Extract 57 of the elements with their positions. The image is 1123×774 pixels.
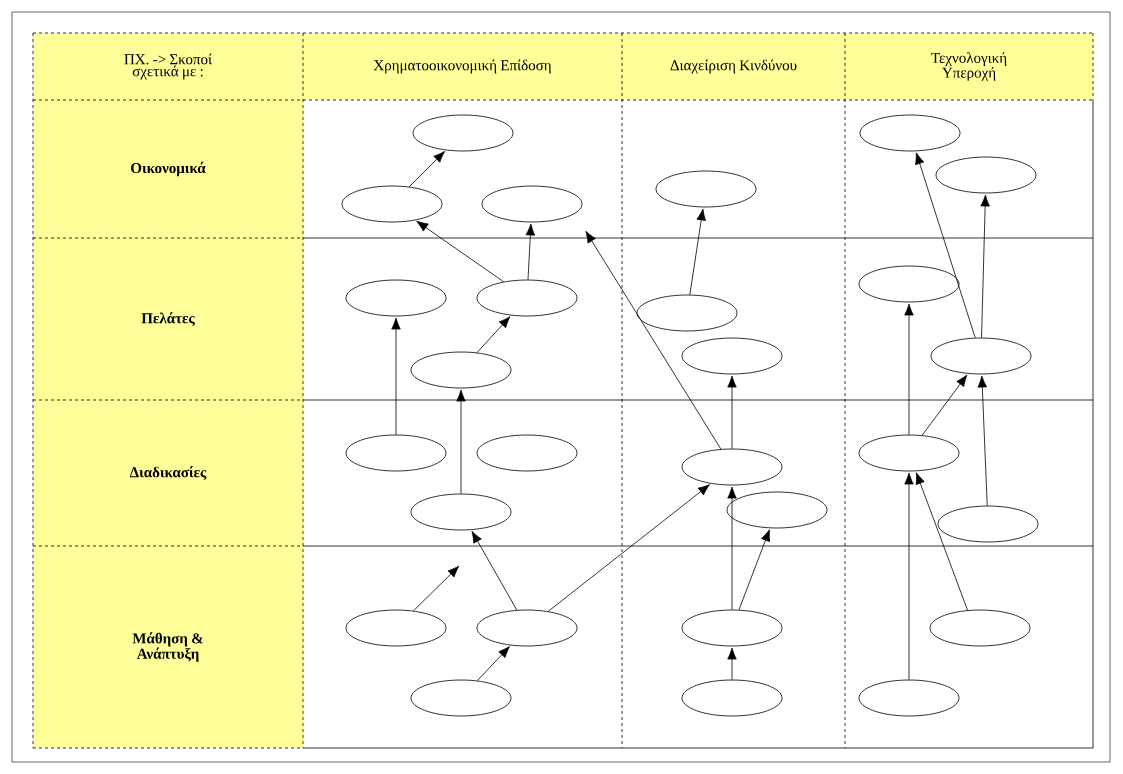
empty-ellipse <box>476 279 578 317</box>
arrow <box>416 220 504 283</box>
arrow <box>915 152 976 339</box>
empty-ellipse <box>681 679 783 717</box>
row-header-cell: Πελάτες <box>33 238 303 400</box>
arrow <box>921 374 968 436</box>
arrow <box>456 389 466 494</box>
empty-ellipse <box>859 114 961 152</box>
empty-ellipse <box>858 265 960 303</box>
empty-ellipse <box>410 493 512 531</box>
row-header-cell: Διαδικασίες <box>33 400 303 546</box>
empty-ellipse <box>726 491 828 529</box>
arrow <box>980 194 990 338</box>
empty-ellipse <box>655 170 757 208</box>
arrow <box>689 208 706 296</box>
empty-ellipse <box>929 609 1031 647</box>
empty-ellipse <box>410 351 512 389</box>
arrow <box>727 647 737 680</box>
empty-ellipse <box>937 505 1039 543</box>
header-cell: Διαχείριση Κινδύνου <box>622 33 845 100</box>
arrow <box>525 223 536 280</box>
empty-ellipse <box>476 609 578 647</box>
empty-ellipse <box>345 609 447 647</box>
empty-ellipse <box>345 279 447 317</box>
row-header-cell: Μάθηση & Ανάπτυξη <box>33 546 303 748</box>
header-cell: ΠΧ. -> Σκοποί σχετικά με : <box>33 33 303 100</box>
empty-ellipse <box>345 434 447 472</box>
empty-ellipse <box>681 609 783 647</box>
arrow <box>585 230 722 450</box>
arrow <box>391 317 401 435</box>
empty-ellipse <box>935 156 1037 194</box>
empty-ellipse <box>681 337 783 375</box>
empty-ellipse <box>858 434 960 472</box>
empty-ellipse <box>681 448 783 486</box>
arrow <box>977 375 988 506</box>
empty-ellipse <box>858 679 960 717</box>
arrow <box>904 472 914 680</box>
arrow <box>408 151 445 188</box>
empty-ellipse <box>476 434 578 472</box>
empty-ellipse <box>930 337 1032 375</box>
empty-ellipse <box>481 185 583 223</box>
arrow <box>547 484 710 612</box>
header-cell: Τεχνολογική Υπεροχή <box>845 33 1093 100</box>
empty-ellipse <box>410 679 512 717</box>
arrow <box>727 486 737 610</box>
arrow <box>477 646 510 681</box>
arrow <box>727 375 737 449</box>
empty-ellipse <box>412 114 514 152</box>
header-cell: Χρηματοοικονομική Επίδοση <box>303 33 622 100</box>
arrow <box>413 565 460 612</box>
arrow <box>476 316 511 353</box>
empty-ellipse <box>636 294 738 332</box>
arrow <box>738 529 770 611</box>
arrow <box>904 303 914 435</box>
empty-ellipse <box>341 185 443 223</box>
arrow <box>915 472 968 611</box>
arrow <box>471 531 518 611</box>
